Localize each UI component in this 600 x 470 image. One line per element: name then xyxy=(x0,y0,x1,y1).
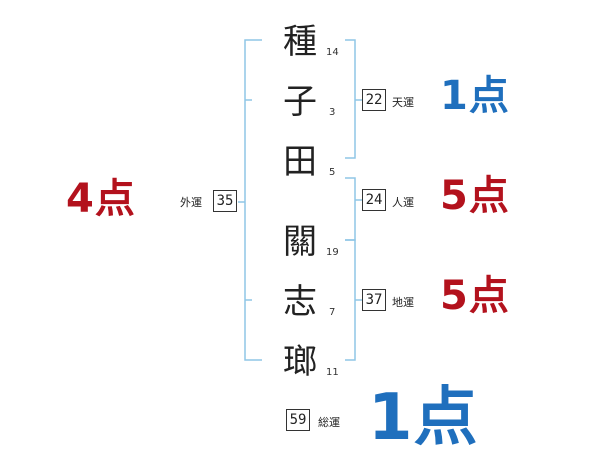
jinun-value: 24 xyxy=(362,189,386,211)
name-char-2: 子 xyxy=(283,82,317,122)
souun-value: 59 xyxy=(286,409,310,431)
stroke-count-5: 7 xyxy=(329,307,336,318)
chiun-value: 37 xyxy=(362,289,386,311)
chiun-score: 5点 xyxy=(440,273,510,319)
jinun-label: 人運 xyxy=(392,196,414,209)
stroke-count-2: 3 xyxy=(329,107,336,118)
souun-label: 総運 xyxy=(318,416,340,429)
stroke-count-3: 5 xyxy=(329,167,336,178)
stroke-count-4: 19 xyxy=(326,247,339,258)
tenun-score: 1点 xyxy=(440,73,510,119)
gaiun-score: 4点 xyxy=(66,176,136,222)
name-char-1: 種 xyxy=(283,22,317,62)
name-char-5: 志 xyxy=(283,282,317,322)
stroke-count-1: 14 xyxy=(326,47,339,58)
gaiun-bracket xyxy=(244,39,262,361)
souun-score: 1点 xyxy=(368,381,479,455)
name-char-3: 田 xyxy=(283,142,317,182)
name-char-6: 瑯 xyxy=(283,342,317,382)
chiun-bracket xyxy=(345,239,356,361)
gaiun-value: 35 xyxy=(213,190,237,212)
gaiun-label: 外運 xyxy=(180,196,202,209)
jinun-score: 5点 xyxy=(440,173,510,219)
tenun-value: 22 xyxy=(362,89,386,111)
chiun-label: 地運 xyxy=(392,296,414,309)
stroke-count-6: 11 xyxy=(326,367,339,378)
jinun-bracket xyxy=(345,177,356,241)
tenun-bracket xyxy=(345,39,356,159)
tenun-label: 天運 xyxy=(392,96,414,109)
name-char-4: 關 xyxy=(283,222,317,262)
